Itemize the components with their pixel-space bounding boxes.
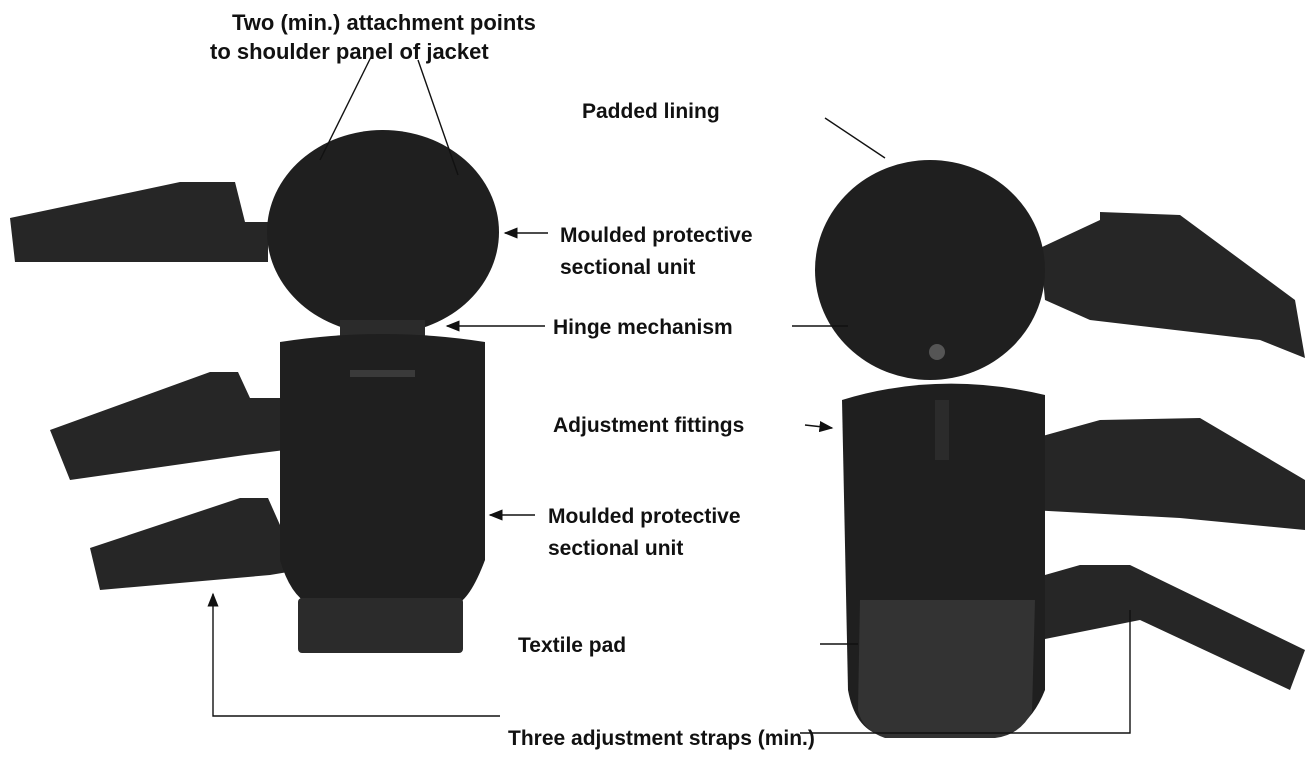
label-adjustment-fittings: Adjustment fittings	[553, 414, 744, 437]
label-textile-pad: Textile pad	[518, 634, 626, 657]
left-protector-photo	[10, 130, 499, 653]
left-badge	[350, 370, 415, 377]
label-moulded-upper-line2: sectional unit	[560, 256, 695, 279]
right-protector-photo	[815, 160, 1305, 738]
label-attachment-line1: Two (min.) attachment points	[232, 10, 536, 35]
left-strap-top	[10, 182, 268, 262]
label-attachment-line2: to shoulder panel of jacket	[210, 39, 489, 64]
label-moulded-lower-line1: Moulded protective	[548, 505, 741, 528]
leader-padded-lining	[825, 118, 885, 158]
right-strap-middle	[1010, 418, 1305, 530]
label-moulded-lower-line2: sectional unit	[548, 537, 683, 560]
left-strap-middle	[50, 372, 285, 480]
left-strap-bottom	[90, 498, 300, 590]
label-moulded-upper-line1: Moulded protective	[560, 224, 753, 247]
label-hinge: Hinge mechanism	[553, 316, 733, 339]
right-fitting-strip	[935, 400, 949, 460]
left-upper-shell	[267, 130, 499, 334]
right-strap-top	[1040, 212, 1305, 358]
right-upper-shell	[815, 160, 1045, 380]
right-textile-pad	[858, 600, 1035, 738]
label-straps: Three adjustment straps (min.)	[508, 727, 815, 750]
right-strap-bottom	[1010, 565, 1305, 690]
left-textile-pad	[298, 598, 463, 653]
right-hinge-rivet	[929, 344, 945, 360]
leader-adjustment-fittings	[805, 425, 832, 428]
label-padded-lining: Padded lining	[582, 100, 720, 123]
